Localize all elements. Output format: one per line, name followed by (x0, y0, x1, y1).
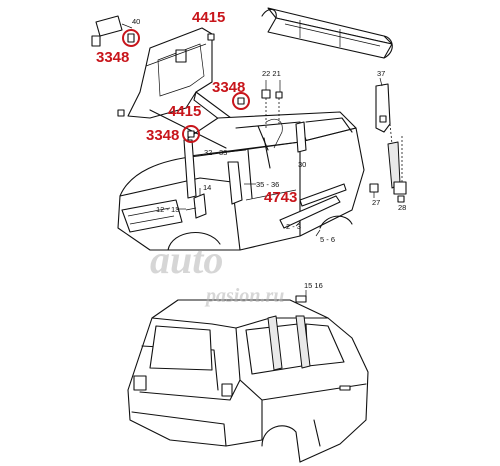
callout-35-36: 35 - 36 (256, 180, 280, 189)
part-code-4415-mid: 4415 (168, 103, 202, 120)
callout-37: 37 (377, 69, 386, 78)
cargo-cover-part (261, 7, 393, 59)
right-trim-parts (369, 83, 407, 203)
clips-22-21 (261, 80, 283, 128)
door-frame-trim (295, 315, 311, 369)
clip-part (207, 33, 215, 41)
highlight-circle-3348-low (182, 125, 200, 143)
pillar-rod (149, 109, 227, 149)
watermark-domain: pasion.ru (206, 285, 285, 307)
part-code-4415-top: 4415 (192, 9, 226, 26)
bracket-part-40 (91, 15, 133, 47)
part-code-3348-mid: 3348 (212, 79, 246, 96)
callout-40: 40 (132, 17, 141, 26)
part-30 (295, 121, 307, 160)
a-pillar-trim (183, 139, 197, 199)
sill-plate-front (279, 195, 341, 229)
highlight-circle-40 (122, 29, 140, 47)
bracket-part-12-14 (185, 193, 207, 219)
callout-30: 30 (298, 160, 307, 169)
callout-15-16: 15 16 (304, 281, 323, 290)
quarter-trim-panel (127, 27, 213, 119)
callout-22-21: 22 21 (262, 69, 281, 78)
leader-lines (149, 77, 383, 237)
callout-5-6: 5 - 6 (320, 235, 336, 244)
callout-12-13: 12 - 13 (156, 205, 180, 214)
door-frame-trim (267, 315, 283, 371)
clip-part (117, 109, 125, 117)
callout-32-33: 32 - 33 (204, 148, 228, 157)
highlight-circles (122, 29, 250, 143)
part-code-3348-left: 3348 (96, 49, 130, 66)
part-code-3348-low: 3348 (146, 127, 180, 144)
callout-28: 28 (398, 203, 407, 212)
sill-plate-rear (299, 183, 347, 207)
callout-14: 14 (203, 183, 212, 192)
watermark-logo: auto (150, 237, 224, 282)
part-code-4743: 4743 (264, 189, 298, 206)
lower-car-body (127, 290, 369, 463)
callout-27: 27 (372, 198, 381, 207)
b-pillar-trim (227, 161, 243, 205)
callout-2-3: 2 - 3 (286, 222, 302, 231)
highlight-circle-3348 (232, 92, 250, 110)
